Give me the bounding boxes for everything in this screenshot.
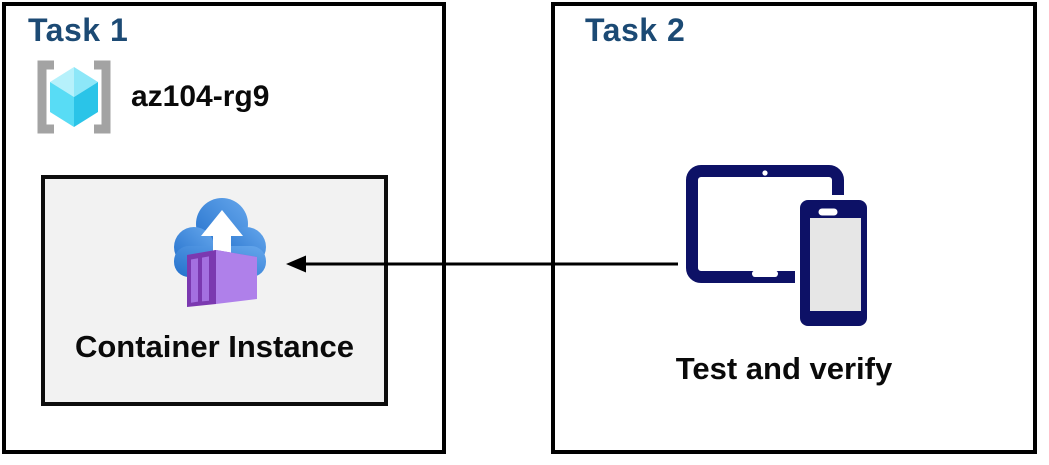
resource-group-row: az104-rg9 [33,58,269,136]
cube-top-right-face [74,67,98,97]
cube-right-face [74,82,98,127]
container-cube [187,250,257,307]
tablet-home-slit [752,270,778,277]
task1-box: Task 1 az104-rg9 [2,2,446,454]
right-bracket [94,60,111,134]
phone-shape [795,195,872,330]
test-and-verify-label: Test and verify [675,351,893,386]
task1-title: Task 1 [28,12,129,48]
resource-group-icon [37,60,111,134]
tablet-and-phone-icon [686,165,872,330]
task2-title: Task 2 [585,12,686,48]
left-bracket [37,60,54,134]
task2-box: Task 2 Test and verify [551,2,1037,454]
phone-speaker-slit [818,208,838,216]
resource-group-name: az104-rg9 [131,80,270,113]
container-instance-label: Container Instance [74,329,355,364]
up-arrow-glyph [201,210,243,266]
container-instance-icon [174,198,266,307]
container-side-face [216,250,257,304]
cube-top-left-face [50,67,74,97]
phone-screen [810,218,861,311]
container-front-panel [202,256,209,302]
tablet-camera-dot [762,170,768,176]
cube-left-face [50,82,74,127]
container-front-panel [191,258,198,303]
container-instance-box: Container Instance [41,175,388,406]
